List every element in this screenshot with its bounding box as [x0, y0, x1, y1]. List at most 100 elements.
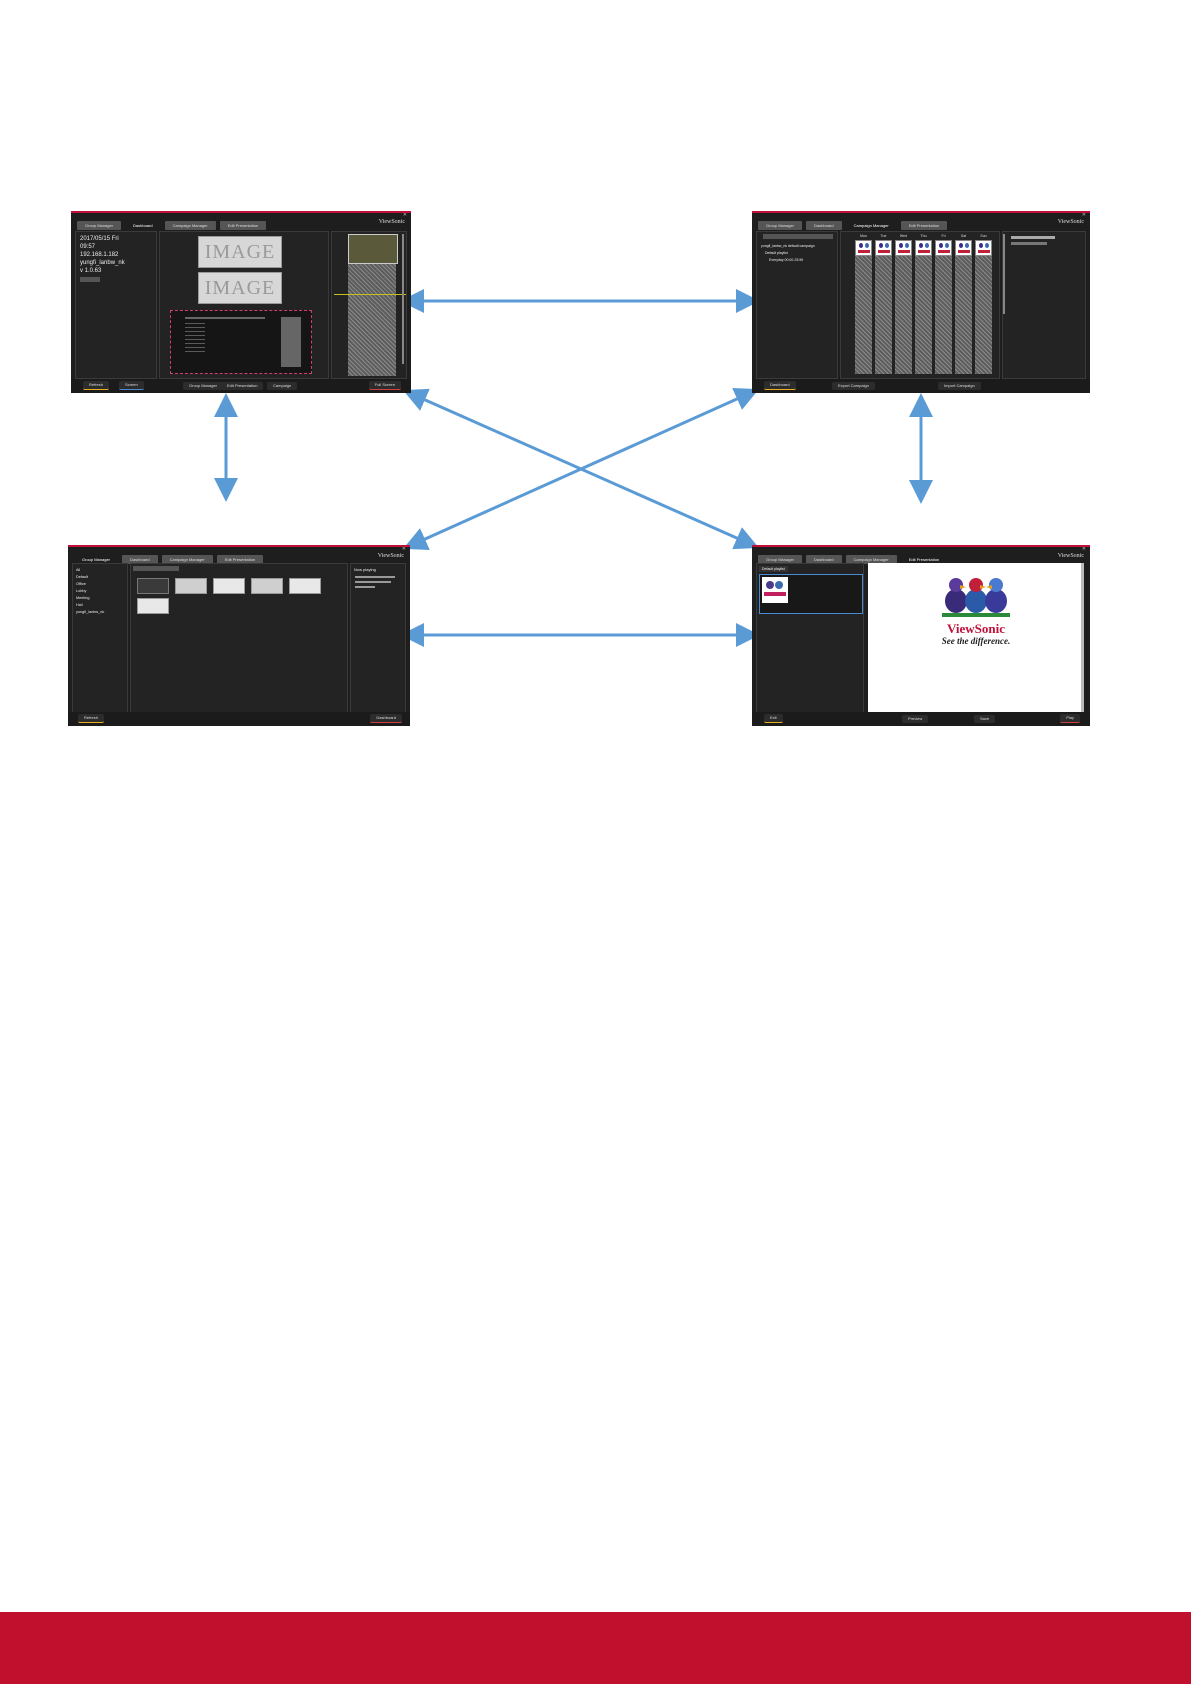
presentation-canvas[interactable]: ViewSonic See the difference.: [868, 563, 1084, 713]
playlist-dropdown[interactable]: Default playlist: [759, 566, 788, 572]
tab-group-manager[interactable]: Group Manager: [74, 555, 119, 564]
tab-campaign-manager[interactable]: Campaign Manager: [845, 555, 897, 564]
brand-logo: ViewSonic: [1057, 219, 1084, 225]
play-button[interactable]: Play: [1060, 714, 1080, 723]
full-screen-button[interactable]: Full Screen: [368, 381, 401, 390]
tab-edit-presentation[interactable]: Edit Presentation: [216, 555, 264, 564]
day-header: Sun: [980, 234, 987, 238]
dashboard-tabs: Group Manager Dashboard Campaign Manager…: [77, 221, 267, 230]
presentation-screenshot: ✕ Group Manager Dashboard Campaign Manag…: [752, 545, 1090, 726]
day-column[interactable]: Thu: [915, 234, 932, 376]
group-manager-screenshot: ✕ Group Manager Dashboard Campaign Manag…: [68, 545, 410, 726]
group-list-item[interactable]: Office: [76, 582, 86, 586]
campaign-tree-panel: yungfi_lanbw_nk default campaign Default…: [756, 231, 838, 379]
tab-group-manager[interactable]: Group Manager: [758, 555, 803, 564]
now-playing-panel: Now playing: [350, 563, 406, 713]
group-devices-panel: [130, 563, 348, 713]
campaign-screenshot: ✕ Group Manager Dashboard Campaign Manag…: [752, 211, 1090, 393]
refresh-button[interactable]: Refresh: [78, 714, 105, 723]
thumbnail-1: [348, 234, 398, 264]
tab-dashboard[interactable]: Dashboard: [125, 221, 161, 230]
tab-dashboard[interactable]: Dashboard: [806, 555, 842, 564]
group-list-item[interactable]: yungfi_lanbw_nk: [76, 610, 105, 614]
day-header: Sat: [960, 234, 967, 238]
schedule-panel: [331, 231, 407, 379]
brand-logo: ViewSonic: [377, 553, 404, 559]
tab-edit-presentation[interactable]: Edit Presentation: [900, 555, 948, 564]
edit-presentation-button[interactable]: Edit Presentation: [221, 382, 264, 390]
day-column[interactable]: Fri: [935, 234, 952, 376]
exit-button[interactable]: Exit: [764, 714, 783, 723]
devices-subtabs: [133, 566, 179, 571]
import-campaign-button[interactable]: Import Campaign: [938, 382, 981, 390]
presentation-footer: Exit Preview Save Play: [752, 712, 1090, 726]
screen-button[interactable]: Screen: [119, 381, 144, 390]
preview-button[interactable]: Preview: [902, 715, 929, 723]
day-column[interactable]: Mon: [855, 234, 872, 376]
group-list-item[interactable]: Hall: [76, 603, 83, 607]
tree-item-playlist[interactable]: Default playlist: [765, 251, 788, 255]
tree-item-campaign[interactable]: yungfi_lanbw_nk default campaign: [761, 244, 815, 248]
tab-dashboard[interactable]: Dashboard: [122, 555, 158, 564]
info-device: yungfi_lanbw_nk: [80, 260, 125, 266]
day-thumbnail: [855, 240, 872, 256]
device-thumb-4[interactable]: [251, 578, 283, 594]
device-thumb-5[interactable]: [289, 578, 321, 594]
campaign-playlist-panel: [1002, 231, 1086, 379]
group-list-item[interactable]: Lobby: [76, 589, 87, 593]
campaign-button[interactable]: Campaign: [267, 382, 298, 390]
day-thumbnail: [935, 240, 952, 256]
device-thumb-6[interactable]: [137, 598, 169, 614]
tab-campaign-manager[interactable]: Campaign Manager: [845, 221, 897, 230]
day-hatch: [855, 256, 872, 374]
slide-thumb-image: [762, 577, 788, 603]
day-hatch: [935, 256, 952, 374]
device-thumb-2[interactable]: [175, 578, 207, 594]
export-campaign-button[interactable]: Export Campaign: [832, 382, 875, 390]
info-time: 09:57: [80, 244, 96, 250]
day-column[interactable]: Sun: [975, 234, 992, 376]
day-column[interactable]: Sat: [955, 234, 972, 376]
image-placeholder-2: IMAGE: [198, 272, 282, 304]
group-manager-button[interactable]: Group Manager: [183, 382, 224, 390]
campaign-select-bar[interactable]: [763, 234, 833, 239]
selected-frame[interactable]: [170, 310, 312, 374]
canvas-scrollbar[interactable]: [1081, 563, 1084, 713]
group-list-item[interactable]: Default: [76, 575, 89, 579]
playlist-scrollbar[interactable]: [1003, 234, 1005, 314]
group-list-item[interactable]: Meeting: [76, 596, 90, 600]
slide-thumb[interactable]: [759, 574, 863, 614]
save-button[interactable]: Save: [974, 715, 996, 723]
campaign-tabs: Group Manager Dashboard Campaign Manager…: [758, 221, 948, 230]
group-list-item[interactable]: All: [76, 568, 81, 572]
viewsonic-tagline: See the difference.: [941, 636, 1011, 646]
dashboard-screenshot: ✕ Group Manager Dashboard Campaign Manag…: [71, 211, 411, 393]
device-thumb-1[interactable]: [137, 578, 169, 594]
tree-item-schedule[interactable]: Everyday 00:00-23:59: [769, 258, 804, 262]
day-thumbnail: [895, 240, 912, 256]
brand-logo: ViewSonic: [1057, 553, 1084, 559]
title-bar: ✕: [401, 546, 406, 552]
tab-campaign-manager[interactable]: Campaign Manager: [164, 221, 216, 230]
tab-group-manager[interactable]: Group Manager: [77, 221, 122, 230]
schedule-scrollbar[interactable]: [402, 234, 404, 364]
dashboard-button[interactable]: Dashboard: [370, 714, 402, 723]
tab-group-manager[interactable]: Group Manager: [758, 221, 803, 230]
day-hatch: [915, 256, 932, 374]
tab-dashboard[interactable]: Dashboard: [806, 221, 842, 230]
day-column[interactable]: Tue: [875, 234, 892, 376]
day-thumbnail: [955, 240, 972, 256]
day-column[interactable]: Wed: [895, 234, 912, 376]
info-update-button[interactable]: [80, 277, 100, 282]
tab-edit-presentation[interactable]: Edit Presentation: [219, 221, 267, 230]
brand-logo: ViewSonic: [378, 219, 405, 225]
device-thumb-3[interactable]: [213, 578, 245, 594]
tab-edit-presentation[interactable]: Edit Presentation: [900, 221, 948, 230]
dashboard-footer: Refresh Screen Group Manager Edit Presen…: [71, 379, 411, 393]
now-playing-title: Now playing: [354, 567, 376, 572]
dashboard-button[interactable]: Dashboard: [764, 381, 796, 390]
tab-campaign-manager[interactable]: Campaign Manager: [161, 555, 213, 564]
refresh-button[interactable]: Refresh: [83, 381, 110, 390]
